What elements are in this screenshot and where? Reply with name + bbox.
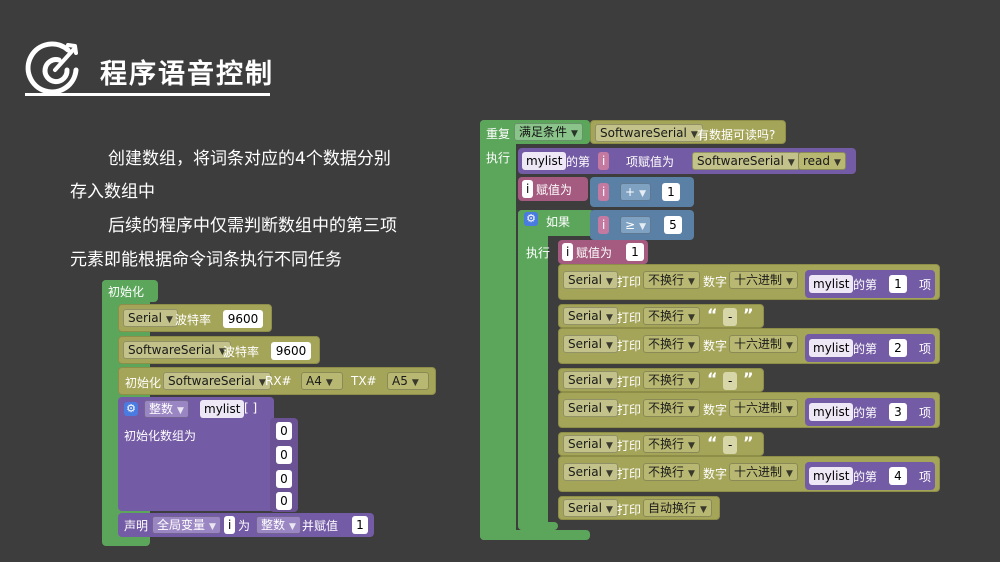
print-port-dropdown[interactable]: Serial▼ xyxy=(563,271,618,289)
global-var-name[interactable]: i xyxy=(224,516,236,534)
print-str-block-3[interactable]: Serial▼ 打印 不换行▼ “ - ” xyxy=(558,432,764,456)
description-line-4: 元素即能根据命令词条执行不同任务 xyxy=(70,250,342,270)
list-index-input[interactable]: 1 xyxy=(889,275,907,293)
repeat-mode-dropdown[interactable]: 满足条件▼ xyxy=(514,123,583,141)
description-line-1: 创建数组，将词条对应的4个数据分别 xyxy=(108,149,391,169)
array-value-3[interactable]: 0 xyxy=(276,492,292,510)
list-item-block[interactable]: mylist 的第 3 项 xyxy=(805,398,935,426)
gear-icon[interactable]: ⚙ xyxy=(124,402,138,416)
assign-list-block[interactable]: mylist 的第 i 项赋值为 SoftwareSerial▼ read▼ xyxy=(518,148,856,174)
loop-block-footer xyxy=(480,530,590,540)
global-value-input[interactable]: 1 xyxy=(352,516,368,534)
if-execute-label: 执行 xyxy=(526,246,551,260)
gear-icon[interactable]: ⚙ xyxy=(524,212,538,226)
number-format-dropdown[interactable]: 十六进制▼ xyxy=(729,271,798,289)
scope-dropdown[interactable]: 全局变量▼ xyxy=(152,516,221,534)
array-name[interactable]: mylist xyxy=(200,400,245,418)
reset-i-var[interactable]: i xyxy=(562,243,574,261)
index-var[interactable]: i xyxy=(598,152,610,170)
add-left-var[interactable]: i xyxy=(598,183,610,201)
list-item-block[interactable]: mylist 的第 4 项 xyxy=(805,462,935,490)
list-item-block[interactable]: mylist 的第 1 项 xyxy=(805,270,935,298)
reset-i-block[interactable]: i 赋值为 1 xyxy=(558,240,648,264)
reset-value-input[interactable]: 1 xyxy=(626,243,644,261)
title-underline xyxy=(25,93,270,96)
softserial-port-dropdown[interactable]: SoftwareSerial▼ xyxy=(123,341,231,359)
read-method-dropdown[interactable]: read▼ xyxy=(798,152,846,170)
serial-baud-block[interactable]: Serial▼ 波特率 9600 xyxy=(118,304,272,332)
array-type-dropdown[interactable]: 整数▼ xyxy=(144,400,189,418)
softserial-init-block[interactable]: 初始化 SoftwareSerial▼ RX# A4▼ TX# A5▼ xyxy=(118,367,436,395)
global-type-dropdown[interactable]: 整数▼ xyxy=(256,516,301,534)
if-header[interactable]: ⚙ 如果 xyxy=(518,210,594,236)
compare-expression-block[interactable]: i ≥▼ 5 xyxy=(590,210,694,240)
global-var-block[interactable]: 声明 全局变量▼ i 为 整数▼ 并赋值 1 xyxy=(118,513,374,537)
description-line-2: 存入数组中 xyxy=(70,182,155,202)
setup-block-header[interactable]: 初始化 xyxy=(102,280,158,302)
assign-i-var[interactable]: i xyxy=(522,180,534,198)
if-block-footer xyxy=(518,522,558,530)
softserial-baud-block[interactable]: SoftwareSerial▼ 波特率 9600 xyxy=(118,336,320,364)
read-port-dropdown[interactable]: SoftwareSerial▼ xyxy=(692,152,800,170)
array-value-1[interactable]: 0 xyxy=(276,446,292,464)
compare-value-input[interactable]: 5 xyxy=(664,216,682,234)
loop-execute-label: 执行 xyxy=(486,151,511,165)
print-str-block-1[interactable]: Serial▼ 打印 不换行▼ “ - ” xyxy=(558,304,764,328)
description-line-3: 后续的程序中仅需判断数组中的第三项 xyxy=(108,216,397,236)
array-value-2[interactable]: 0 xyxy=(276,470,292,488)
tx-pin-dropdown[interactable]: A5▼ xyxy=(387,372,429,390)
page-title: 程序语音控制 xyxy=(100,59,274,90)
array-values-column: 0 0 0 0 xyxy=(270,418,298,512)
available-block[interactable]: SoftwareSerial▼ 有数据可读吗? xyxy=(590,120,786,144)
loop-header[interactable]: 重复 满足条件▼ xyxy=(480,120,590,144)
list-item-block[interactable]: mylist 的第 2 项 xyxy=(805,334,935,362)
add-op-dropdown[interactable]: +▼ xyxy=(620,183,651,201)
print-hex-block-3[interactable]: Serial▼ 打印 不换行▼ 数字 十六进制▼ mylist 的第 3 项 xyxy=(558,392,940,428)
string-value[interactable]: - xyxy=(723,308,738,326)
print-hex-block-4[interactable]: Serial▼ 打印 不换行▼ 数字 十六进制▼ mylist 的第 4 项 xyxy=(558,456,940,492)
newline-mode-dropdown[interactable]: 不换行▼ xyxy=(643,271,700,289)
array-declare-block[interactable]: ⚙ 整数▼ mylist [ ] 初始化数组为 xyxy=(118,397,274,511)
print-newline-block[interactable]: Serial▼ 打印 自动换行▼ xyxy=(558,496,720,520)
serial-port-dropdown[interactable]: Serial▼ xyxy=(123,309,178,327)
compare-left-var[interactable]: i xyxy=(598,216,610,234)
print-hex-block-1[interactable]: Serial▼ 打印 不换行▼ 数字 十六进制▼ mylist 的第 1 项 xyxy=(558,264,940,300)
assign-i-block[interactable]: i 赋值为 xyxy=(518,177,588,201)
softserial-baud-input[interactable]: 9600 xyxy=(271,342,311,360)
add-expression-block[interactable]: i +▼ 1 xyxy=(590,177,694,207)
if-block-spine[interactable] xyxy=(518,210,548,530)
print-hex-block-2[interactable]: Serial▼ 打印 不换行▼ 数字 十六进制▼ mylist 的第 2 项 xyxy=(558,328,940,364)
available-port-dropdown[interactable]: SoftwareSerial▼ xyxy=(595,124,703,142)
compare-op-dropdown[interactable]: ≥▼ xyxy=(620,216,651,234)
baud-rate-input[interactable]: 9600 xyxy=(223,310,263,328)
print-str-block-2[interactable]: Serial▼ 打印 不换行▼ “ - ” xyxy=(558,368,764,392)
softinit-port-dropdown[interactable]: SoftwareSerial▼ xyxy=(163,372,271,390)
target-arrow-icon xyxy=(25,41,79,95)
rx-pin-dropdown[interactable]: A4▼ xyxy=(301,372,343,390)
array-value-0[interactable]: 0 xyxy=(276,422,292,440)
add-value-input[interactable]: 1 xyxy=(662,183,680,201)
loop-block-spine[interactable] xyxy=(480,120,516,540)
list-name[interactable]: mylist xyxy=(522,152,567,170)
